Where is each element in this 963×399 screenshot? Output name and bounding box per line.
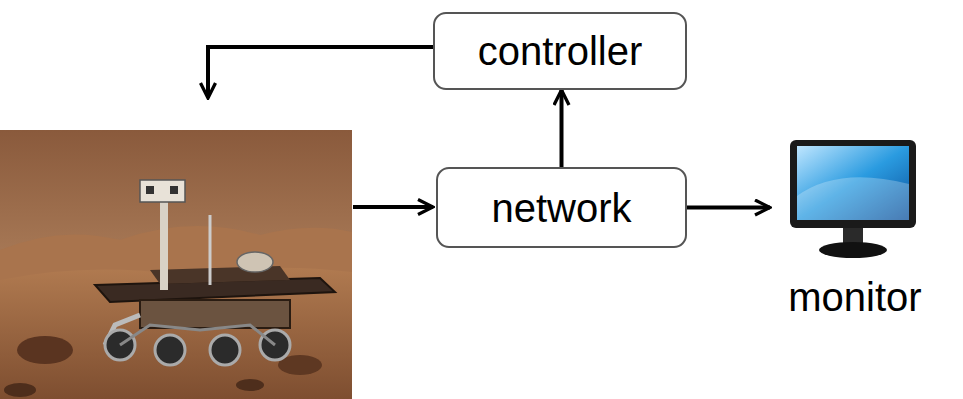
monitor-icon bbox=[788, 136, 918, 264]
rover-photo bbox=[0, 130, 352, 399]
arrow-connector bbox=[687, 206, 770, 210]
arrow-connector bbox=[560, 90, 564, 167]
node-label: network bbox=[491, 185, 631, 231]
network-box: network bbox=[436, 167, 687, 248]
monitor-node: monitor bbox=[770, 136, 940, 320]
controller-box: controller bbox=[433, 12, 687, 90]
rover-output-arrow bbox=[353, 205, 433, 209]
control-command-arrow bbox=[208, 47, 433, 98]
node-label: controller bbox=[478, 28, 643, 74]
node-label: monitor bbox=[770, 274, 940, 320]
